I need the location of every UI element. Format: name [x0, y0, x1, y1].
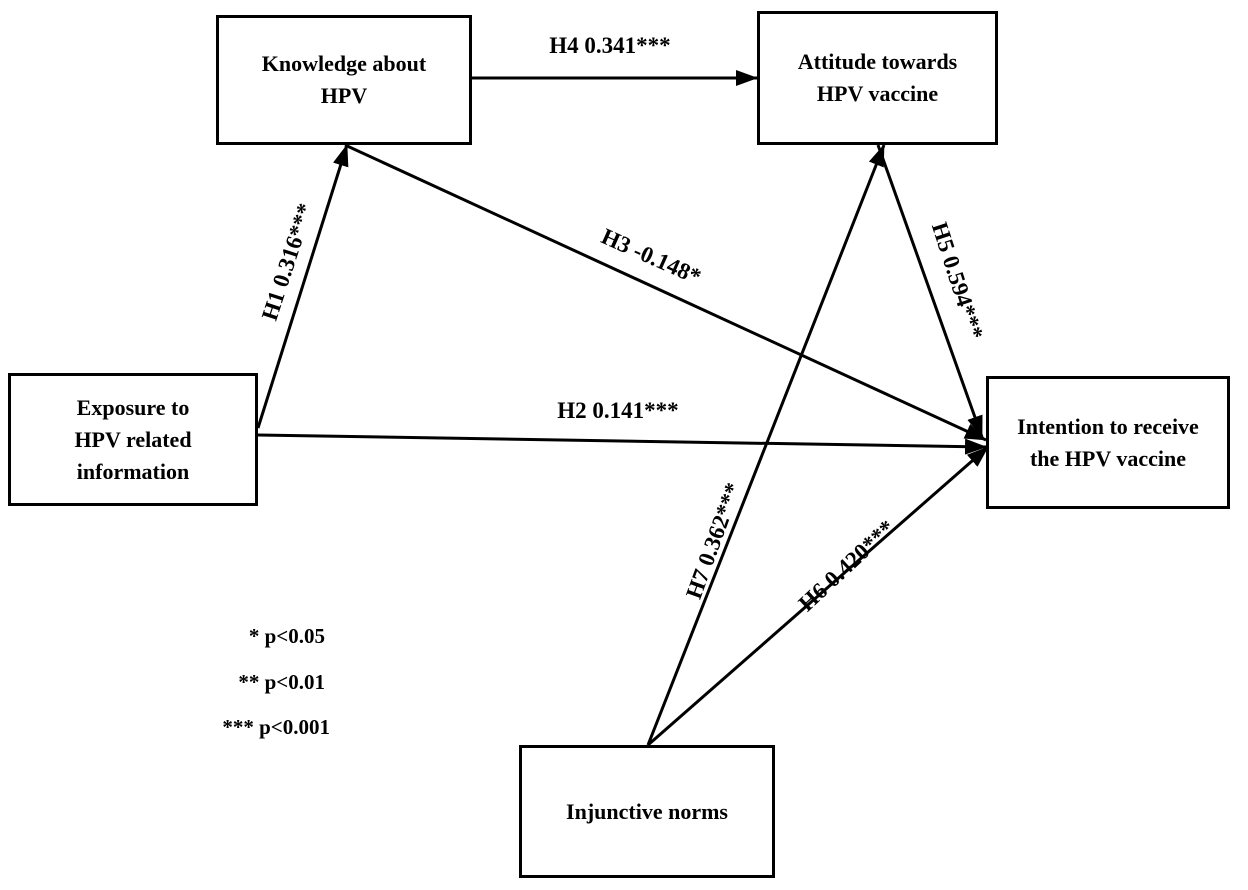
- legend-p001: *** p<0.001: [222, 715, 330, 739]
- edge-label-h4: H4 0.341***: [549, 33, 671, 58]
- edge-h5: [876, 144, 984, 438]
- node-intention-label: Intention to receive the HPV vaccine: [1017, 413, 1199, 471]
- node-attitude: Attitude towards HPV vaccine: [757, 11, 998, 145]
- node-knowledge-label: Knowledge about HPV: [261, 51, 427, 108]
- legend-p05: * p<0.05: [248, 624, 325, 648]
- legend-p01: ** p<0.01: [238, 670, 325, 694]
- node-attitude-label: Attitude towards HPV vaccine: [797, 49, 958, 106]
- node-intention: Intention to receive the HPV vaccine: [986, 376, 1230, 509]
- node-norms: Injunctive norms: [519, 745, 775, 878]
- node-norms-label: Injunctive norms: [566, 798, 728, 824]
- edge-h7: [646, 144, 886, 746]
- edge-h6: [647, 445, 989, 747]
- node-knowledge: Knowledge about HPV: [216, 15, 472, 145]
- edge-h1: [256, 144, 349, 429]
- node-exposure-label: Exposure to HPV related information: [74, 394, 192, 484]
- node-exposure: Exposure to HPV related information: [8, 373, 258, 506]
- edge-h2: [257, 433, 987, 455]
- edge-h3: [344, 143, 987, 442]
- edge-label-h2: H2 0.141***: [557, 398, 679, 423]
